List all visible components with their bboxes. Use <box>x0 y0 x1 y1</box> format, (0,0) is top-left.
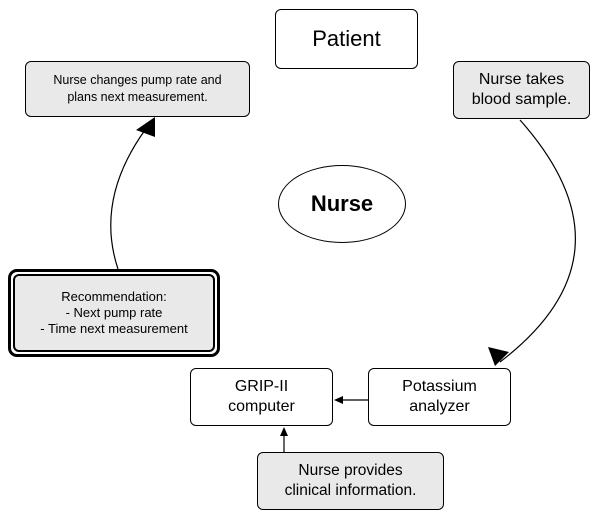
node-nurse-changes-pump-rate: Nurse changes pump rate and plans next m… <box>25 61 250 117</box>
node-patient: Patient <box>275 9 418 69</box>
node-nurse-ellipse: Nurse <box>278 165 406 243</box>
node-recommendation: Recommendation: - Next pump rate - Time … <box>13 274 215 352</box>
arrowhead-grip-right <box>334 396 343 404</box>
node-nurse-takes-blood-sample: Nurse takes blood sample. <box>453 61 590 119</box>
edge-reco-to-pump <box>110 129 146 270</box>
arrowhead-grip-bottom <box>280 427 288 436</box>
edge-sample-to-analyzer <box>499 119 576 363</box>
node-grip-ii-computer: GRIP-II computer <box>190 368 333 426</box>
arrowhead-pump <box>136 117 155 137</box>
node-nurse-provides-clinical-info: Nurse provides clinical information. <box>257 452 444 510</box>
node-potassium-analyzer: Potassium analyzer <box>368 368 511 426</box>
arrowhead-analyzer <box>488 347 509 366</box>
